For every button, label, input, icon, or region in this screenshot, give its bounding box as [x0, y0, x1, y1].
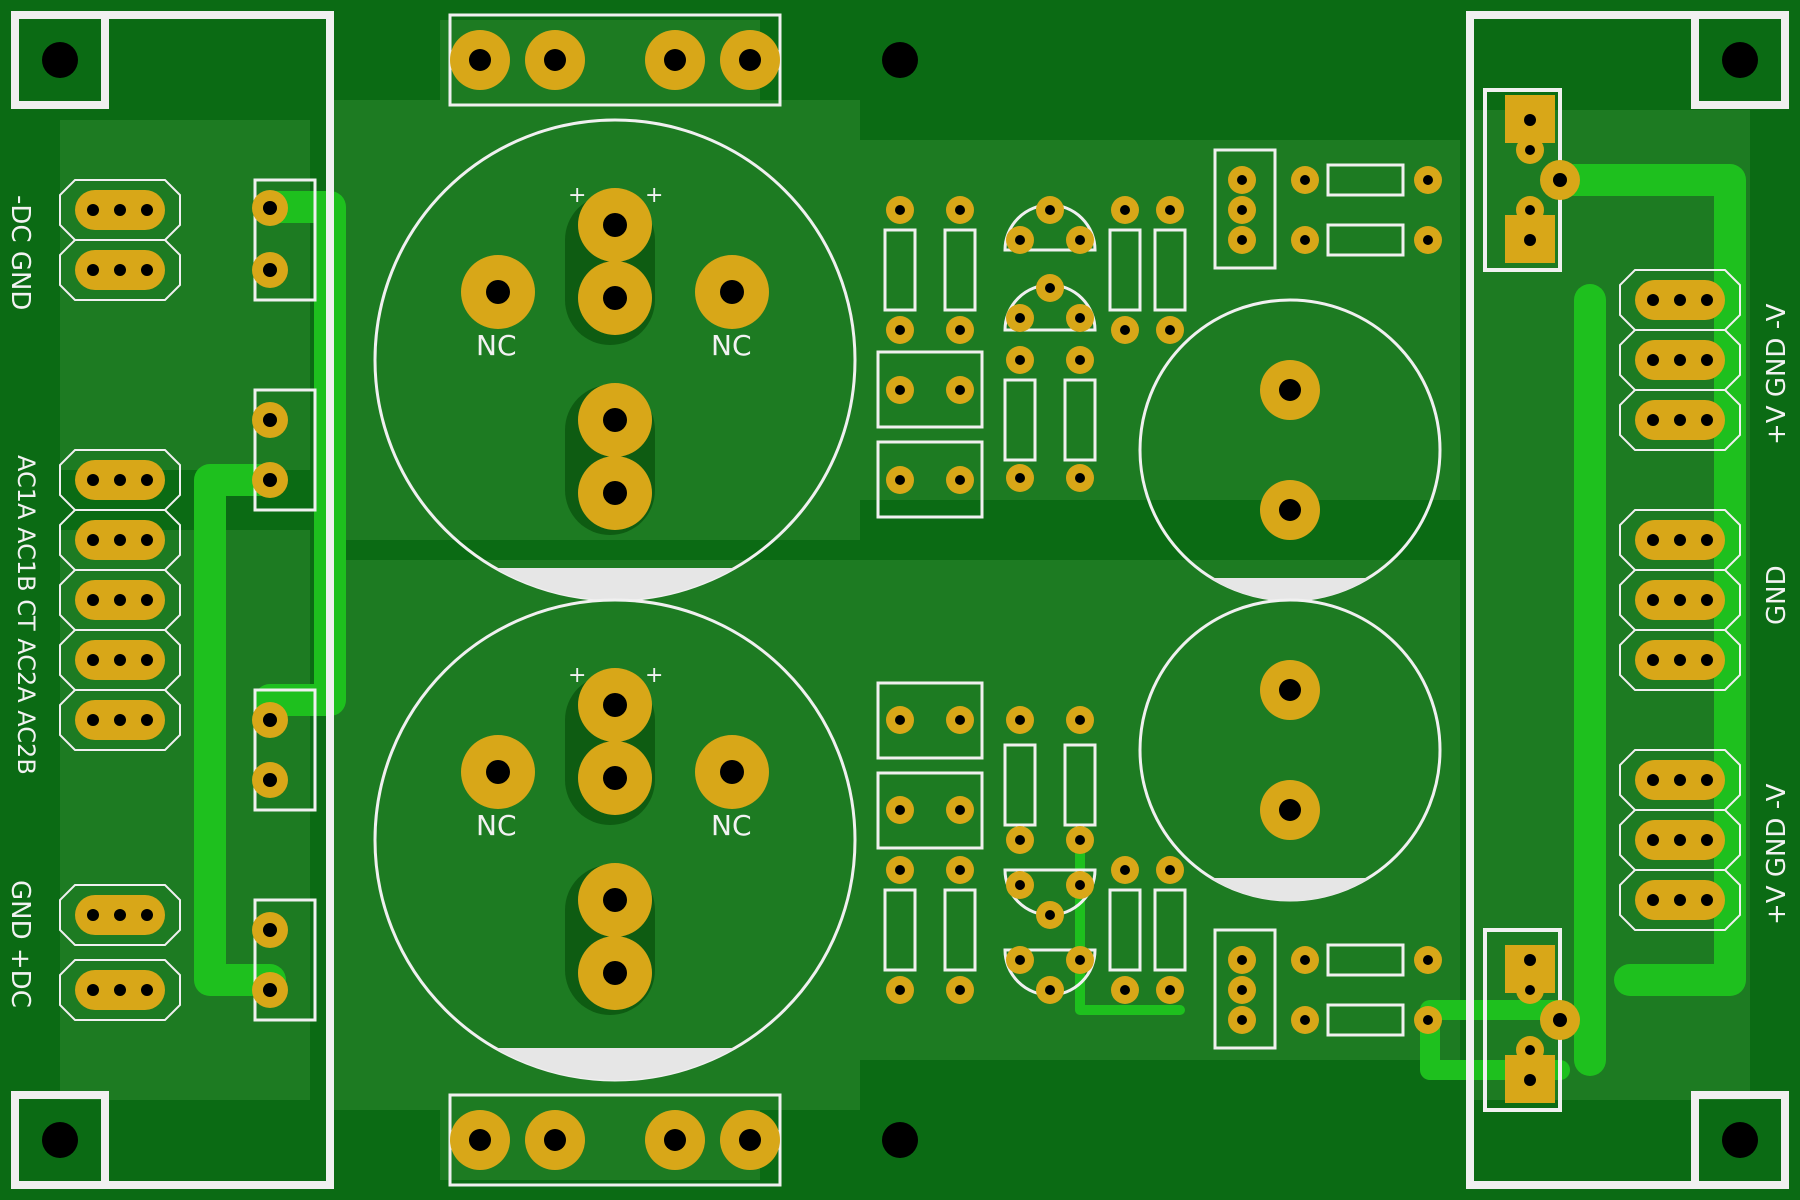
capacitor-large-bottom — [373, 598, 857, 1082]
mounting-holes — [42, 42, 1758, 1158]
connector-out-top — [1619, 269, 1741, 451]
header-top — [448, 13, 782, 107]
polarity-plus-1: + — [568, 183, 586, 208]
label-ac-inputs: AC1A AC1B CT AC2A AC2B — [12, 455, 40, 775]
label-nc-4: NC — [711, 809, 752, 842]
header-bottom — [448, 1093, 782, 1187]
label-nc-1: NC — [476, 329, 517, 362]
connector-out-bottom — [1619, 749, 1741, 931]
regulator-top — [1483, 88, 1580, 272]
mounting-brackets — [11, 11, 1789, 1189]
label-dc-top: -DC GND — [5, 195, 35, 310]
connector-out-middle — [1619, 509, 1741, 691]
capacitor-large-top — [373, 118, 857, 602]
capacitor-medium-bottom — [1138, 598, 1442, 902]
components-top — [876, 148, 1405, 519]
label-out-top: +V GND -V — [1762, 303, 1792, 445]
label-nc-2: NC — [711, 329, 752, 362]
polarity-plus-4: + — [645, 663, 663, 688]
label-out-middle: GND — [1762, 565, 1792, 625]
polarity-plus-2: + — [645, 183, 663, 208]
regulator-bottom — [1483, 928, 1580, 1112]
label-out-bottom: +V GND -V — [1762, 783, 1792, 925]
polarity-plus-3: + — [568, 663, 586, 688]
label-nc-3: NC — [476, 809, 517, 842]
label-dc-bottom: GND +DC — [5, 880, 35, 1008]
left-diode-blocks — [252, 178, 317, 1022]
